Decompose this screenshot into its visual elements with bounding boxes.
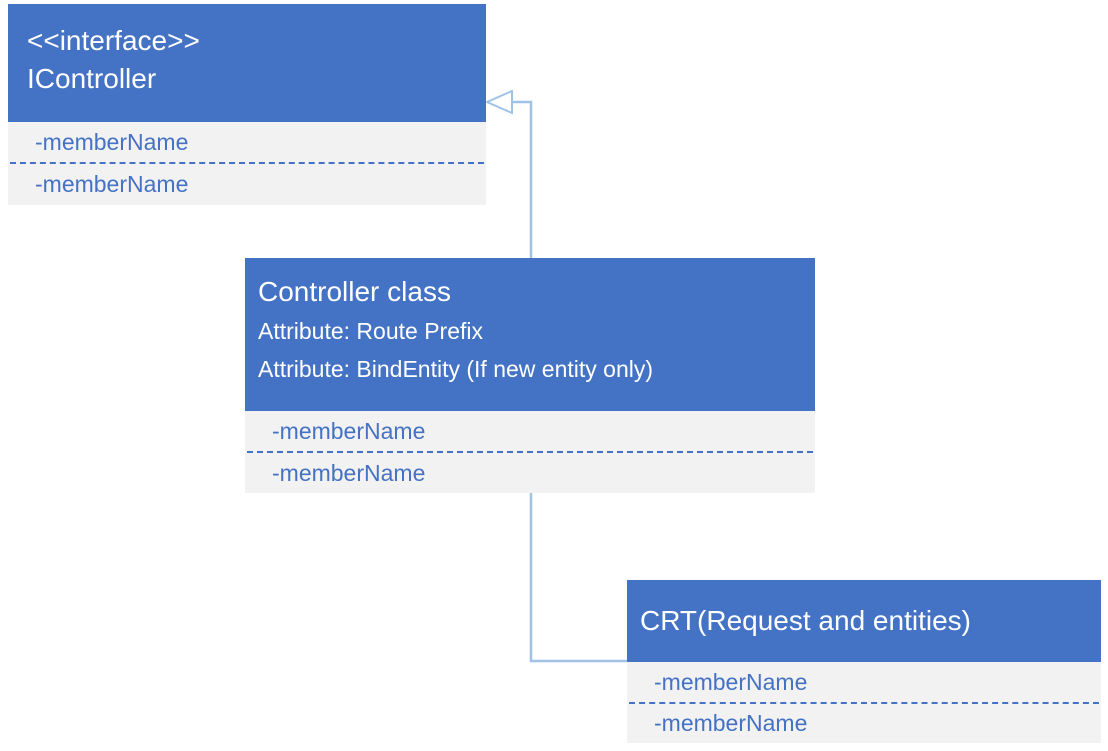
class-members-section: -memberName -memberName bbox=[627, 662, 1101, 743]
association-connector-line bbox=[529, 493, 627, 663]
class-members-section: -memberName -memberName bbox=[245, 411, 815, 493]
member-row: -memberName bbox=[654, 668, 808, 695]
class-attribute: Attribute: BindEntity (If new entity onl… bbox=[258, 356, 654, 382]
class-attribute: Attribute: Route Prefix bbox=[258, 318, 483, 344]
class-header: Controller class Attribute: Route Prefix… bbox=[245, 258, 815, 411]
member-row: -memberName bbox=[654, 710, 808, 736]
member-row: -memberName bbox=[272, 417, 426, 444]
class-header: CRT(Request and entities) bbox=[627, 580, 1101, 662]
stereotype-label: <<interface>> bbox=[27, 25, 200, 56]
class-name: Controller class bbox=[258, 276, 451, 307]
member-row: -memberName bbox=[35, 128, 189, 155]
member-separator bbox=[10, 162, 484, 164]
class-box-icontroller: <<interface>> IController -memberName -m… bbox=[8, 4, 486, 205]
class-members-section: -memberName -memberName bbox=[8, 122, 486, 205]
realization-connector-line bbox=[512, 100, 533, 258]
class-name: CRT(Request and entities) bbox=[640, 605, 971, 636]
realization-arrowhead-icon bbox=[484, 89, 513, 115]
class-box-controller: Controller class Attribute: Route Prefix… bbox=[245, 258, 815, 493]
class-box-crt: CRT(Request and entities) -memberName -m… bbox=[627, 580, 1101, 743]
class-header: <<interface>> IController bbox=[8, 4, 486, 122]
member-separator bbox=[629, 702, 1099, 704]
member-row: -memberName bbox=[35, 171, 189, 197]
member-separator bbox=[247, 451, 813, 453]
class-name: IController bbox=[27, 63, 157, 94]
member-row: -memberName bbox=[272, 459, 426, 486]
